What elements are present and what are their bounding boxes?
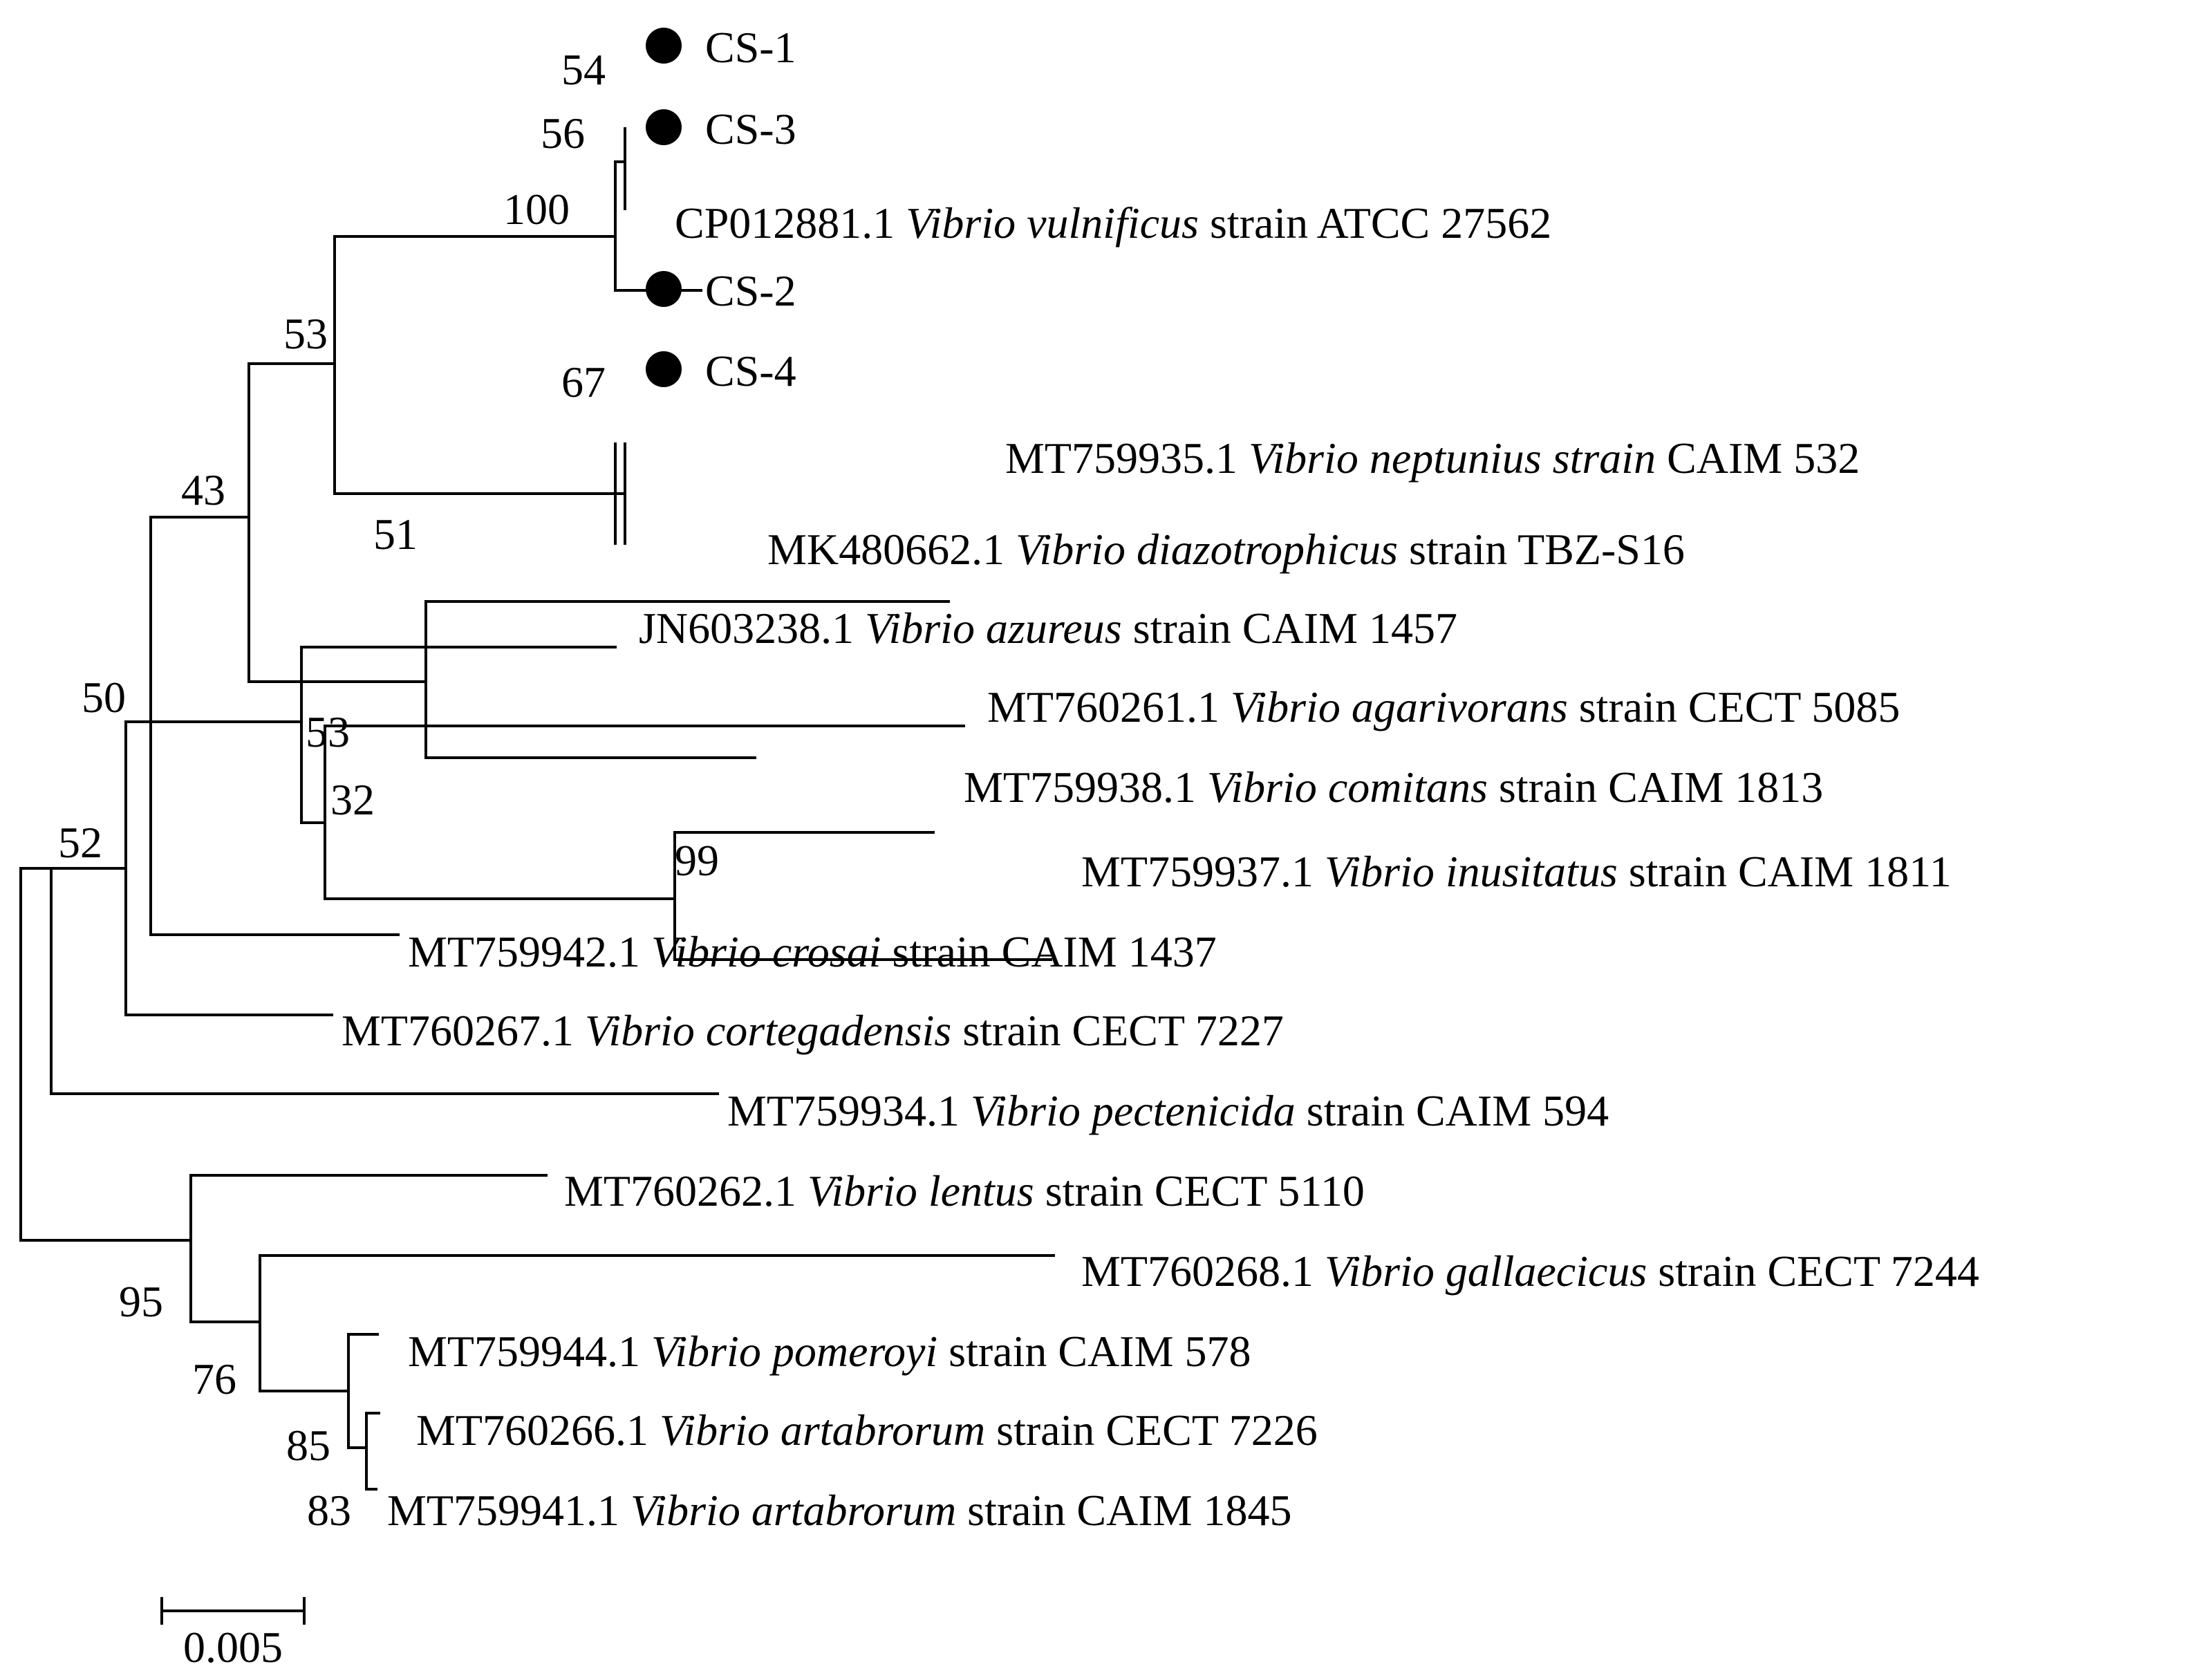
tip-label-cs3: CS-3 <box>705 104 796 153</box>
tip-label-lentus: MT760262.1 Vibrio lentus strain CECT 511… <box>564 1166 1365 1215</box>
sample-marker-cs1-icon <box>646 28 682 64</box>
sample-marker-cs3-icon <box>646 109 682 145</box>
tip-label-artabrorum-7226: MT760266.1 Vibrio artabrorum strain CECT… <box>416 1406 1318 1455</box>
tip-label-comitans: MT759938.1 Vibrio comitans strain CAIM 1… <box>964 763 1823 812</box>
tip-label-vulnificus: CP012881.1 Vibrio vulnificus strain ATCC… <box>675 198 1551 248</box>
bootstrap-85: 85 <box>286 1421 330 1470</box>
tip-label-crosai: MT759942.1 Vibrio crosai strain CAIM 143… <box>408 927 1217 976</box>
bootstrap-83: 83 <box>307 1486 351 1535</box>
tip-label-pomeroyi: MT759944.1 Vibrio pomeroyi strain CAIM 5… <box>408 1327 1251 1376</box>
bootstrap-43: 43 <box>181 465 225 514</box>
bootstrap-100: 100 <box>503 185 570 234</box>
bootstrap-99: 99 <box>675 836 719 885</box>
bootstrap-50: 50 <box>82 673 126 722</box>
scale-bar-label: 0.005 <box>183 1623 283 1672</box>
tip-label-artabrorum-1845: MT759941.1 Vibrio artabrorum strain CAIM… <box>387 1486 1291 1535</box>
tip-label-inusitatus: MT759937.1 Vibrio inusitatus strain CAIM… <box>1081 847 1952 896</box>
tip-label-azureus: JN603238.1 Vibrio azureus strain CAIM 14… <box>639 604 1457 653</box>
bootstrap-76: 76 <box>192 1354 236 1403</box>
tip-label-agarivorans: MT760261.1 Vibrio agarivorans strain CEC… <box>987 682 1900 731</box>
bootstrap-values: 54 56 100 67 53 51 43 53 32 99 50 52 95 … <box>58 45 719 1535</box>
tip-label-cortegadensis: MT760267.1 Vibrio cortegadensis strain C… <box>342 1006 1284 1055</box>
tip-label-cs4: CS-4 <box>705 346 796 395</box>
bootstrap-32: 32 <box>330 775 375 824</box>
bootstrap-67: 67 <box>561 357 606 407</box>
bootstrap-54: 54 <box>561 45 606 94</box>
bootstrap-95: 95 <box>119 1277 163 1326</box>
bootstrap-53-lower: 53 <box>306 707 350 756</box>
sample-markers <box>646 28 682 387</box>
bootstrap-53-upper: 53 <box>283 309 328 358</box>
bootstrap-51: 51 <box>373 510 418 559</box>
tip-label-diazotrophicus: MK480662.1 Vibrio diazotrophicus strain … <box>767 525 1685 574</box>
scale-bar: 0.005 <box>160 1597 306 1672</box>
sample-marker-cs4-icon <box>646 351 682 387</box>
tip-label-neptunius: MT759935.1 Vibrio neptunius strain CAIM … <box>1005 433 1860 483</box>
tip-label-cs2: CS-2 <box>705 266 796 315</box>
tip-label-pectenicida: MT759934.1 Vibrio pectenicida strain CAI… <box>727 1086 1609 1135</box>
tip-label-gallaecicus: MT760268.1 Vibrio gallaecicus strain CEC… <box>1081 1247 1979 1296</box>
tree-branches <box>19 127 1055 1491</box>
bootstrap-56: 56 <box>541 109 585 158</box>
tip-label-cs1: CS-1 <box>705 23 796 72</box>
tip-labels: CS-1 CS-3 CP012881.1 Vibrio vulnificus s… <box>342 23 1979 1535</box>
sample-marker-cs2-icon <box>646 271 682 307</box>
bootstrap-52: 52 <box>58 818 102 867</box>
